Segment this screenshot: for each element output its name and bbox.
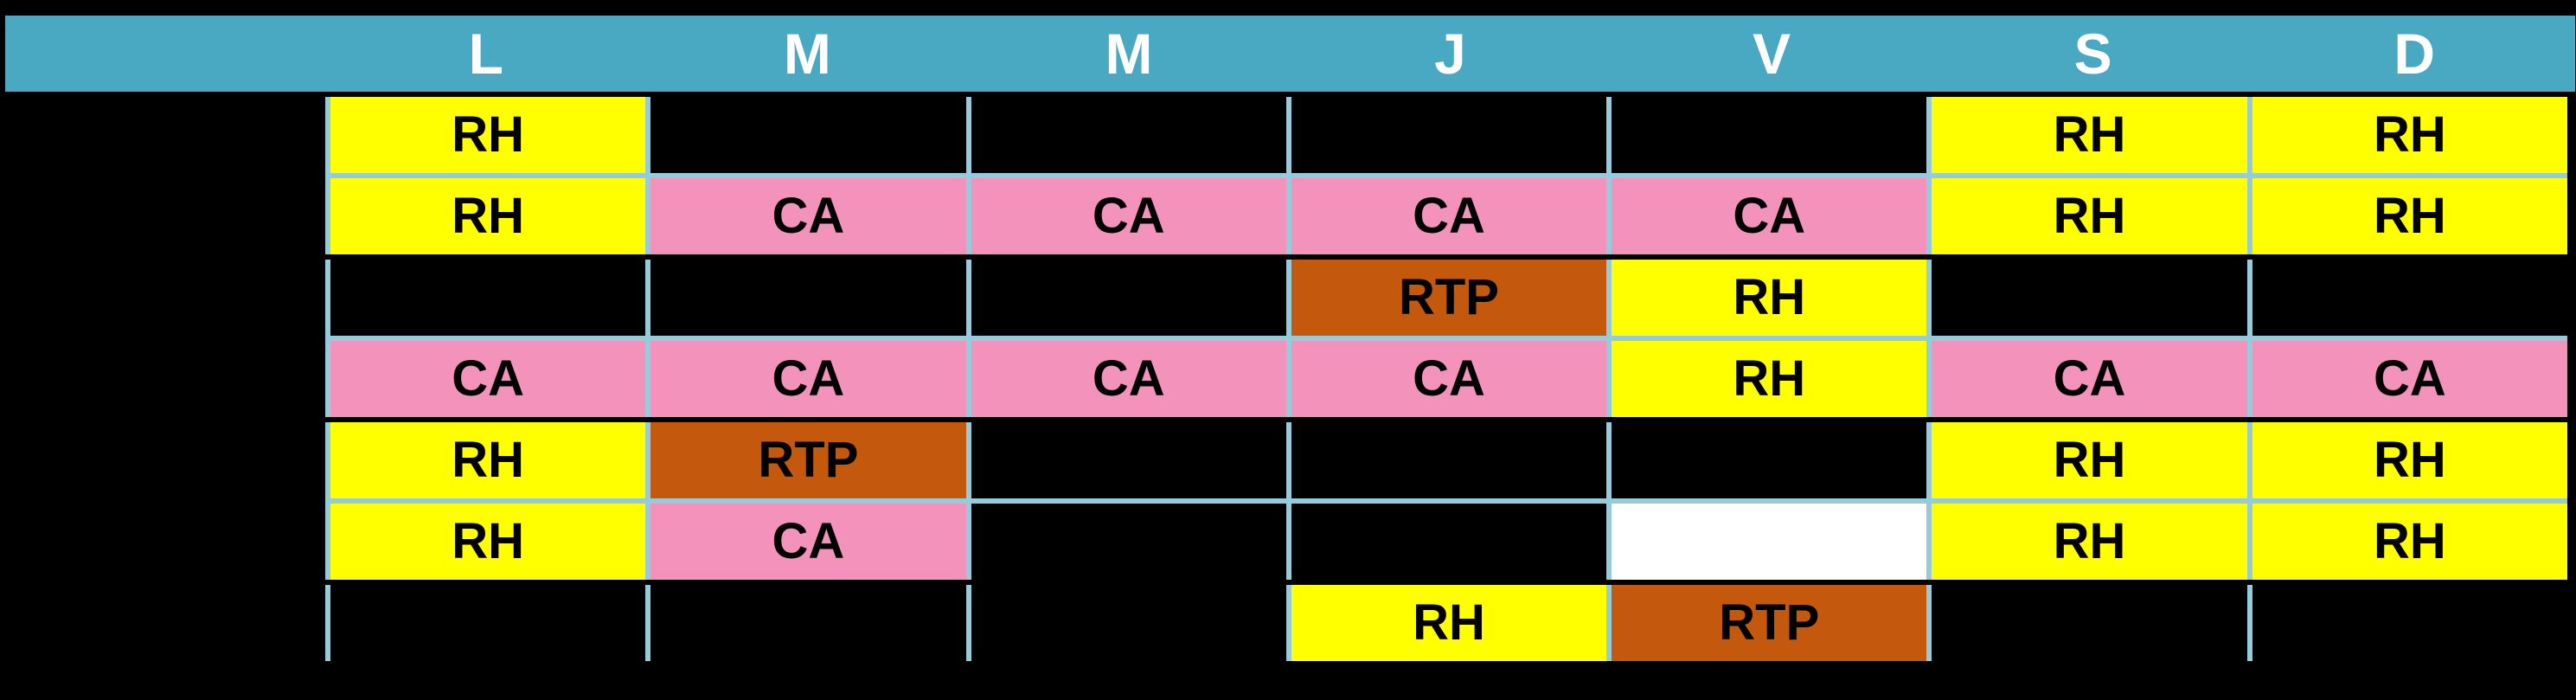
schedule-cell-r4-c2-ca[interactable]: CA bbox=[645, 341, 966, 417]
schedule-cell-r2-c6-rh[interactable]: RH bbox=[1926, 178, 2247, 254]
header-left-spacer bbox=[5, 16, 325, 92]
schedule-cell-r3-c2[interactable] bbox=[645, 260, 966, 336]
schedule-cell-r6-c6-rh[interactable]: RH bbox=[1926, 504, 2247, 580]
schedule-cell-r4-c5-rh[interactable]: RH bbox=[1606, 341, 1927, 417]
schedule-cell-r1-c7-rh[interactable]: RH bbox=[2246, 97, 2567, 173]
schedule-cell-r3-c7[interactable] bbox=[2246, 260, 2567, 336]
schedule-cell-r7-c1[interactable] bbox=[325, 585, 646, 661]
schedule-cell-r3-c5-rh[interactable]: RH bbox=[1606, 260, 1927, 336]
weekday-header-cell-4[interactable]: V bbox=[1753, 22, 1791, 86]
schedule-cell-r1-c5[interactable] bbox=[1606, 97, 1927, 173]
schedule-cell-r1-c1-rh[interactable]: RH bbox=[325, 97, 646, 173]
schedule-cell-r5-c7-rh[interactable]: RH bbox=[2246, 422, 2567, 498]
schedule-cell-r4-c1-ca[interactable]: CA bbox=[325, 341, 646, 417]
schedule-cell-r7-c7[interactable] bbox=[2246, 585, 2567, 661]
schedule-cell-r5-c6-rh[interactable]: RH bbox=[1926, 422, 2247, 498]
schedule-cell-r7-c5-rtp[interactable]: RTP bbox=[1606, 585, 1927, 661]
schedule-cell-r5-c4[interactable] bbox=[1285, 422, 1607, 498]
weekday-header-cell-0[interactable]: L bbox=[468, 22, 503, 86]
schedule-cell-r2-c3-ca[interactable]: CA bbox=[965, 178, 1286, 254]
schedule-cell-r4-c4-ca[interactable]: CA bbox=[1285, 341, 1607, 417]
schedule-cell-r3-c4-rtp[interactable]: RTP bbox=[1285, 260, 1607, 336]
schedule-cell-r5-c5[interactable] bbox=[1606, 422, 1927, 498]
schedule-cell-r2-c2-ca[interactable]: CA bbox=[645, 178, 966, 254]
schedule-cell-r7-c3[interactable] bbox=[965, 585, 1286, 661]
schedule-cell-r6-c7-rh[interactable]: RH bbox=[2246, 504, 2567, 580]
schedule-cell-r6-c3[interactable] bbox=[965, 504, 1286, 580]
schedule-cell-r4-c3-ca[interactable]: CA bbox=[965, 341, 1286, 417]
weekday-header-cell-5[interactable]: S bbox=[2073, 22, 2112, 86]
schedule-cell-r2-c7-rh[interactable]: RH bbox=[2246, 178, 2567, 254]
row-divider-blue-3 bbox=[325, 336, 2567, 341]
schedule-cell-r7-c4-rh[interactable]: RH bbox=[1285, 585, 1607, 661]
schedule-cell-r5-c1-rh[interactable]: RH bbox=[325, 422, 646, 498]
schedule-cell-r2-c4-ca[interactable]: CA bbox=[1285, 178, 1607, 254]
schedule-cell-r5-c2-rtp[interactable]: RTP bbox=[645, 422, 966, 498]
schedule-cell-r4-c6-ca[interactable]: CA bbox=[1926, 341, 2247, 417]
schedule-cell-r7-c6[interactable] bbox=[1926, 585, 2247, 661]
weekday-header-cell-3[interactable]: J bbox=[1434, 22, 1466, 86]
schedule-cell-r6-c5[interactable] bbox=[1606, 504, 1927, 580]
schedule-cell-r6-c2-ca[interactable]: CA bbox=[645, 504, 966, 580]
weekday-header-cell-2[interactable]: M bbox=[1105, 22, 1153, 86]
schedule-cell-r3-c1[interactable] bbox=[325, 260, 646, 336]
schedule-cell-r6-c4[interactable] bbox=[1285, 504, 1607, 580]
row-divider-blue-1 bbox=[325, 173, 2567, 178]
schedule-cell-r2-c1-rh[interactable]: RH bbox=[325, 178, 646, 254]
schedule-cell-r2-c5-ca[interactable]: CA bbox=[1606, 178, 1927, 254]
schedule-cell-r5-c3[interactable] bbox=[965, 422, 1286, 498]
weekday-header-cell-6[interactable]: D bbox=[2393, 22, 2436, 86]
schedule-cell-r1-c3[interactable] bbox=[965, 97, 1286, 173]
schedule-cell-r6-c1-rh[interactable]: RH bbox=[325, 504, 646, 580]
schedule-cell-r1-c2[interactable] bbox=[645, 97, 966, 173]
schedule-cell-r3-c6[interactable] bbox=[1926, 260, 2247, 336]
row-divider-blue-5 bbox=[325, 498, 2567, 504]
schedule-cell-r3-c3[interactable] bbox=[965, 260, 1286, 336]
schedule-cell-r4-c7-ca[interactable]: CA bbox=[2246, 341, 2567, 417]
schedule-cell-r7-c2[interactable] bbox=[645, 585, 966, 661]
weekday-header-cell-1[interactable]: M bbox=[783, 22, 831, 86]
schedule-cell-r1-c4[interactable] bbox=[1285, 97, 1607, 173]
schedule-cell-r1-c6-rh[interactable]: RH bbox=[1926, 97, 2247, 173]
